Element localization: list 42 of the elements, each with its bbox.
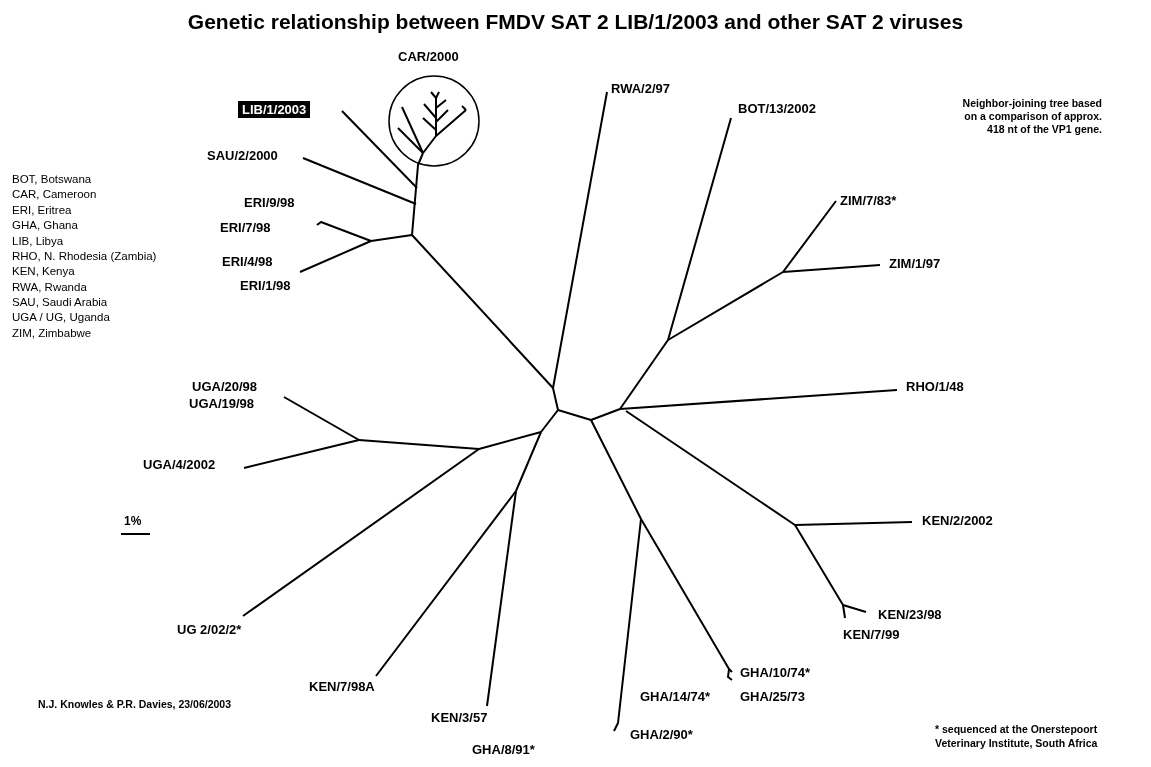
- strain-label: ZIM/1/97: [889, 257, 941, 270]
- strain-label: ZIM/7/83*: [840, 194, 897, 207]
- diagram-title: Genetic relationship between FMDV SAT 2 LIB/1/2003 and other SAT 2 viruses: [187, 9, 964, 35]
- strain-label: GHA/8/91*: [472, 743, 535, 756]
- strain-label: KEN/7/99: [843, 628, 900, 641]
- strain-label: ERI/4/98: [222, 255, 273, 268]
- strain-label: RHO/1/48: [906, 380, 964, 393]
- strain-label: KEN/23/98: [878, 608, 942, 621]
- abbreviation-key-entry: RWA, Rwanda: [12, 282, 87, 294]
- abbreviation-key-entry: LIB, Libya: [12, 236, 64, 248]
- strain-label: GHA/25/73: [740, 690, 806, 703]
- strain-label: UG 2/02/2*: [177, 623, 242, 636]
- strain-label: GHA/14/74*: [640, 690, 711, 703]
- footnote: * sequenced at the Onerstepoort Veterinary Institute, South Africa: [935, 722, 1099, 750]
- strain-label: KEN/2/2002: [922, 514, 993, 527]
- abbreviation-key-entry: BOT, Botswana: [12, 174, 92, 186]
- strain-label: GHA/2/90*: [630, 728, 693, 741]
- scale-label: 1%: [124, 515, 142, 527]
- strain-label: SAU/2/2000: [207, 149, 278, 162]
- abbreviation-key-entry: UGA / UG, Uganda: [12, 312, 110, 324]
- abbreviation-key-entry: RHO, N. Rhodesia (Zambia): [12, 251, 157, 263]
- strain-label: UGA/20/98: [192, 380, 258, 393]
- strain-label: RWA/2/97: [611, 82, 670, 95]
- strain-label: BOT/13/2002: [738, 102, 817, 115]
- abbreviation-key-entry: ZIM, Zimbabwe: [12, 328, 92, 340]
- author-credit: N.J. Knowles & P.R. Davies, 23/06/2003: [38, 699, 231, 710]
- abbreviation-key-entry: GHA, Ghana: [12, 220, 78, 232]
- abbreviation-key-entry: SAU, Saudi Arabia: [12, 297, 108, 309]
- abbreviation-key-entry: ERI, Eritrea: [12, 205, 72, 217]
- strain-label: ERI/9/98: [244, 196, 295, 209]
- highlighted-strain-label: LIB/1/2003: [238, 101, 311, 118]
- abbreviation-key-entry: KEN, Kenya: [12, 266, 75, 278]
- strain-label: ERI/1/98: [240, 279, 291, 292]
- strain-label: ERI/7/98: [220, 221, 271, 234]
- strain-label: UGA/19/98: [189, 397, 255, 410]
- method-note: Neighbor-joining tree based on a comparison of approx. 418 nt of the VP1 gene.: [961, 97, 1102, 136]
- strain-label: UGA/4/2002: [143, 458, 216, 471]
- strain-label: KEN/7/98A: [309, 680, 375, 693]
- strain-label: CAR/2000: [398, 50, 459, 63]
- strain-label: KEN/3/57: [431, 711, 488, 724]
- abbreviation-key-entry: CAR, Cameroon: [12, 189, 97, 201]
- strain-label: GHA/10/74*: [740, 666, 811, 679]
